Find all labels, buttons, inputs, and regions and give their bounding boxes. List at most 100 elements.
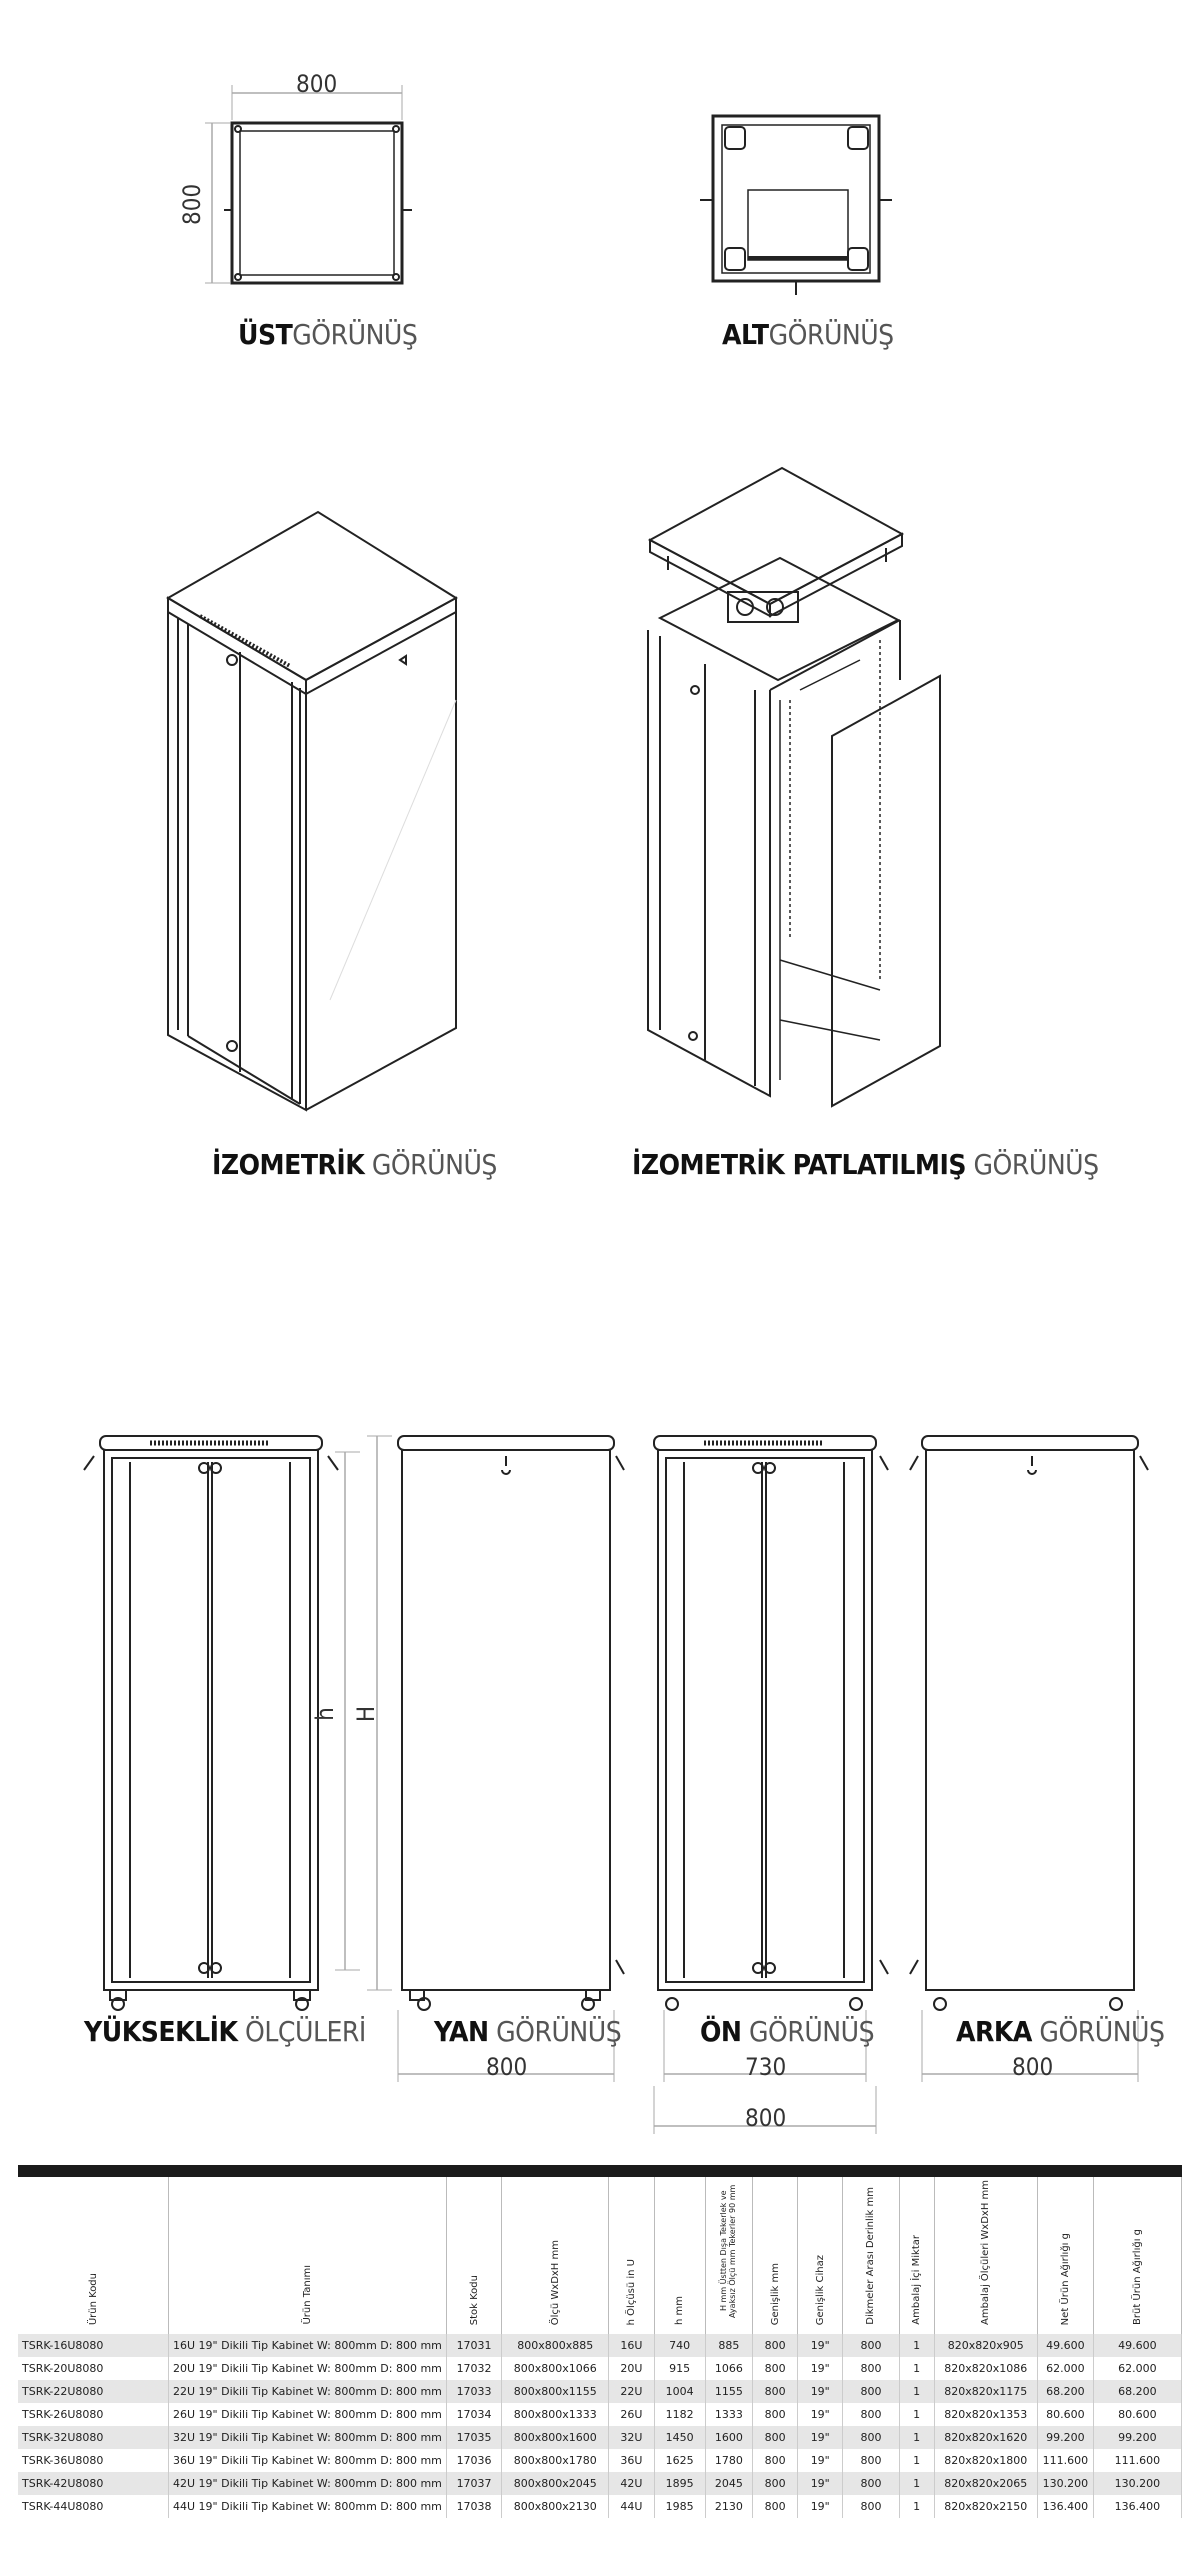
table-cell: 800 xyxy=(752,2357,799,2380)
table-cell: 22U 19" Dikili Tip Kabinet W: 800mm D: 8… xyxy=(168,2380,447,2403)
table-cell: TSRK-44U8080 xyxy=(18,2495,169,2518)
table-cell: 800 xyxy=(752,2426,799,2449)
table-cell: TSRK-36U8080 xyxy=(18,2449,169,2472)
table-cell: 22U xyxy=(608,2380,655,2403)
col-header-brut: Brüt Ürün Ağırlığı g xyxy=(1093,2177,1183,2334)
label-front-view: ÖN GÖRÜNÜŞ xyxy=(700,2015,875,2048)
table-cell: 1625 xyxy=(654,2449,706,2472)
table-cell: 111.600 xyxy=(1093,2449,1183,2472)
table-cell: 800 xyxy=(842,2403,900,2426)
table-cell: 800 xyxy=(752,2472,799,2495)
table-cell: 1 xyxy=(899,2426,935,2449)
table-cell: 62.000 xyxy=(1093,2357,1183,2380)
table-cell: 20U 19" Dikili Tip Kabinet W: 800mm D: 8… xyxy=(168,2357,447,2380)
table-cell: 800x800x2045 xyxy=(501,2472,610,2495)
dim-front-outer: 800 xyxy=(745,2104,787,2132)
table-cell: 820x820x1086 xyxy=(934,2357,1038,2380)
height-view-drawing xyxy=(83,1435,392,2011)
col-header-h-u: h Ölçüsü in U xyxy=(608,2177,655,2334)
table-cell: 17033 xyxy=(446,2380,503,2403)
col-header-olcu: Ölçü WxDxH mm xyxy=(501,2177,610,2334)
table-cell: 820x820x905 xyxy=(934,2334,1038,2357)
col-header-h-mm: h mm xyxy=(654,2177,706,2334)
table-cell: 1 xyxy=(899,2472,935,2495)
col-header-H-mm: H mm Üstten Dışa Tekerlek ve Ayaksız Ölç… xyxy=(705,2177,754,2334)
table-cell: 800x800x2130 xyxy=(501,2495,610,2518)
table-cell: 32U 19" Dikili Tip Kabinet W: 800mm D: 8… xyxy=(168,2426,447,2449)
table-header-row: Ürün Kodu Ürün Tanımı Stok Kodu Ölçü WxD… xyxy=(18,2177,1183,2334)
label-isometric-view: İZOMETRİK GÖRÜNÜŞ xyxy=(212,1148,497,1181)
dim-top-width: 800 xyxy=(296,70,338,98)
table-cell: 1066 xyxy=(705,2357,754,2380)
col-header-miktar: Ambalaj İçi Miktar xyxy=(899,2177,935,2334)
table-cell: 136.400 xyxy=(1093,2495,1183,2518)
table-cell: 800x800x1600 xyxy=(501,2426,610,2449)
table-cell: 36U 19" Dikili Tip Kabinet W: 800mm D: 8… xyxy=(168,2449,447,2472)
table-top-bar xyxy=(18,2165,1182,2177)
table-cell: 42U 19" Dikili Tip Kabinet W: 800mm D: 8… xyxy=(168,2472,447,2495)
table-cell: 49.600 xyxy=(1093,2334,1183,2357)
table-cell: 2045 xyxy=(705,2472,754,2495)
col-header-derinlik: Dikmeler Arası Derinlik mm xyxy=(842,2177,900,2334)
col-header-ambalaj: Ambalaj Ölçüleri WxDxH mm xyxy=(934,2177,1038,2334)
label-height-view: YÜKSEKLİK ÖLÇÜLERİ xyxy=(84,2015,366,2048)
label-bottom-view: ALTGÖRÜNÜŞ xyxy=(722,318,894,351)
bottom-view-drawing xyxy=(700,114,892,295)
label-side-view: YAN GÖRÜNÜŞ xyxy=(434,2015,622,2048)
table-cell: 19" xyxy=(797,2449,844,2472)
table-cell: 800 xyxy=(752,2495,799,2518)
table-cell: 17036 xyxy=(446,2449,503,2472)
dim-H: H xyxy=(352,1705,381,1723)
table-cell: 800 xyxy=(842,2380,900,2403)
label-exploded-view: İZOMETRİK PATLATILMIŞ GÖRÜNÜŞ xyxy=(632,1148,1099,1181)
table-cell: 1 xyxy=(899,2334,935,2357)
table-cell: 800 xyxy=(842,2495,900,2518)
table-cell: 820x820x1353 xyxy=(934,2403,1038,2426)
table-cell: 1182 xyxy=(654,2403,706,2426)
table-cell: 1895 xyxy=(654,2472,706,2495)
table-cell: 2130 xyxy=(705,2495,754,2518)
label-top-view: ÜSTGÖRÜNÜŞ xyxy=(238,318,418,351)
table-cell: 99.200 xyxy=(1093,2426,1183,2449)
table-cell: 1 xyxy=(899,2449,935,2472)
table-cell: 800x800x1333 xyxy=(501,2403,610,2426)
table-cell: 16U xyxy=(608,2334,655,2357)
table-cell: 17037 xyxy=(446,2472,503,2495)
table-cell: 130.200 xyxy=(1037,2472,1094,2495)
table-cell: 800 xyxy=(752,2334,799,2357)
dim-back-width: 800 xyxy=(1012,2053,1054,2081)
table-cell: 42U xyxy=(608,2472,655,2495)
col-header-urun-kodu: Ürün Kodu xyxy=(18,2177,169,2334)
table-cell: 130.200 xyxy=(1093,2472,1183,2495)
spec-table: Ürün Kodu Ürün Tanımı Stok Kodu Ölçü WxD… xyxy=(18,2177,1183,2518)
table-cell: TSRK-20U8080 xyxy=(18,2357,169,2380)
table-cell: 36U xyxy=(608,2449,655,2472)
table-cell: 44U 19" Dikili Tip Kabinet W: 800mm D: 8… xyxy=(168,2495,447,2518)
table-cell: 1 xyxy=(899,2403,935,2426)
table-cell: 820x820x2150 xyxy=(934,2495,1038,2518)
table-cell: 800x800x1780 xyxy=(501,2449,610,2472)
col-header-stok-kodu: Stok Kodu xyxy=(446,2177,503,2334)
table-cell: TSRK-32U8080 xyxy=(18,2426,169,2449)
table-cell: 80.600 xyxy=(1037,2403,1094,2426)
table-cell: 1155 xyxy=(705,2380,754,2403)
table-cell: 19" xyxy=(797,2403,844,2426)
dim-side-width: 800 xyxy=(486,2053,528,2081)
table-cell: 68.200 xyxy=(1093,2380,1183,2403)
table-cell: 800 xyxy=(842,2426,900,2449)
table-cell: 1333 xyxy=(705,2403,754,2426)
exploded-view-drawing xyxy=(647,466,941,1108)
table-cell: 800 xyxy=(752,2380,799,2403)
table-cell: 19" xyxy=(797,2495,844,2518)
table-cell: TSRK-22U8080 xyxy=(18,2380,169,2403)
top-view-drawing xyxy=(205,85,412,285)
table-cell: TSRK-42U8080 xyxy=(18,2472,169,2495)
table-cell: 820x820x1620 xyxy=(934,2426,1038,2449)
